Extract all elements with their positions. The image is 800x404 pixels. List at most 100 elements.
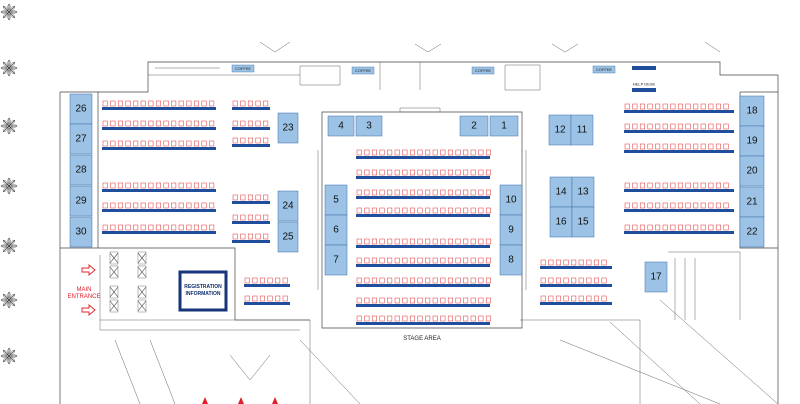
booth-28[interactable]: 28 (69, 154, 93, 186)
booth-box (459, 115, 489, 137)
booth-box (570, 114, 594, 146)
booth-16[interactable]: 16 (549, 206, 573, 238)
chair (240, 137, 246, 144)
booth-17[interactable]: 17 (644, 261, 668, 293)
booth-number: 13 (577, 187, 589, 198)
chair (409, 257, 415, 264)
plant-icon (0, 291, 18, 309)
booth-29[interactable]: 29 (69, 185, 93, 217)
chair (485, 257, 491, 264)
chair (647, 143, 653, 150)
chair (364, 189, 370, 196)
chair (133, 224, 139, 231)
chair (371, 169, 377, 176)
seating-row (102, 202, 216, 212)
booth-24[interactable]: 24 (277, 190, 299, 222)
chair (715, 143, 721, 150)
chair (693, 123, 699, 130)
chair (125, 224, 131, 231)
chair (263, 120, 269, 127)
chair (455, 257, 461, 264)
chair (117, 224, 123, 231)
chair (708, 202, 714, 209)
chair (186, 202, 192, 209)
chair (455, 277, 461, 284)
booth-number: 21 (746, 197, 758, 208)
chair (247, 137, 253, 144)
chair (163, 140, 169, 147)
chair (193, 182, 199, 189)
booth-26[interactable]: 26 (69, 93, 93, 125)
table (624, 130, 734, 133)
chair (394, 238, 400, 245)
booth-13[interactable]: 13 (571, 176, 595, 208)
chair (478, 257, 484, 264)
chair (470, 207, 476, 214)
chair (387, 189, 393, 196)
seating-row (356, 169, 491, 179)
seating-row (356, 297, 491, 307)
booth-14[interactable]: 14 (549, 176, 573, 208)
chair (715, 224, 721, 231)
booth-19[interactable]: 19 (739, 125, 765, 157)
booth-4[interactable]: 4 (327, 115, 355, 137)
booth-27[interactable]: 27 (69, 123, 93, 155)
booth-21[interactable]: 21 (739, 186, 765, 218)
gate-icon (137, 251, 147, 265)
chair (394, 315, 400, 322)
chair (463, 297, 469, 304)
chair (662, 143, 668, 150)
chair (417, 315, 423, 322)
chair (440, 315, 446, 322)
booth-10[interactable]: 10 (499, 184, 523, 216)
booth-5[interactable]: 5 (324, 184, 348, 216)
chair (387, 169, 393, 176)
chair (478, 207, 484, 214)
chair (379, 169, 385, 176)
booth-3[interactable]: 3 (355, 115, 383, 137)
chair (125, 140, 131, 147)
chair (364, 277, 370, 284)
chair (463, 238, 469, 245)
chair (148, 182, 154, 189)
chair (387, 257, 393, 264)
booth-11[interactable]: 11 (570, 114, 594, 146)
chair (364, 207, 370, 214)
booth-box (499, 244, 523, 276)
booth-8[interactable]: 8 (499, 244, 523, 276)
chair (715, 202, 721, 209)
booth-6[interactable]: 6 (324, 214, 348, 246)
booth-2[interactable]: 2 (459, 115, 489, 137)
booth-1[interactable]: 1 (489, 115, 519, 137)
chair (133, 202, 139, 209)
chair (670, 143, 676, 150)
chair (417, 149, 423, 156)
chair (624, 123, 630, 130)
chair (155, 182, 161, 189)
booth-number: 10 (505, 195, 517, 206)
booth-number: 23 (282, 123, 294, 134)
chair (201, 224, 207, 231)
booth-7[interactable]: 7 (324, 244, 348, 276)
booth-30[interactable]: 30 (69, 216, 93, 248)
seating-row (540, 259, 612, 269)
chair (478, 189, 484, 196)
chair (670, 103, 676, 110)
table (540, 266, 612, 269)
booth-9[interactable]: 9 (499, 214, 523, 246)
chair (548, 259, 554, 266)
booth-18[interactable]: 18 (739, 95, 765, 127)
security-gates (109, 251, 147, 313)
booth-23[interactable]: 23 (277, 112, 299, 144)
booth-number: 24 (282, 201, 294, 212)
chair (209, 120, 215, 127)
registration-desk[interactable]: REGISTRATION INFORMATION (178, 270, 228, 312)
chair (364, 149, 370, 156)
booth-12[interactable]: 12 (548, 114, 572, 146)
booth-22[interactable]: 22 (739, 216, 765, 248)
booth-25[interactable]: 25 (277, 221, 299, 253)
chair (586, 295, 592, 302)
booth-20[interactable]: 20 (739, 155, 765, 187)
booth-15[interactable]: 15 (571, 206, 595, 238)
